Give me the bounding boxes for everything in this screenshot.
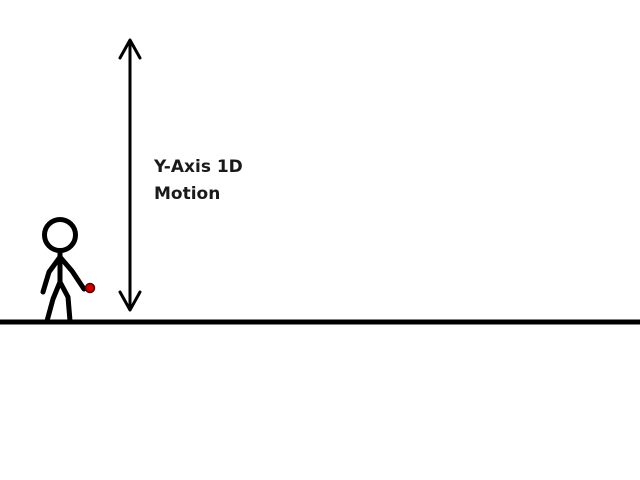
ball-icon [84,282,96,294]
axis-label-line-1: Y-Axis 1D [154,157,243,177]
figure-left-leg [44,279,63,324]
axis-label-line-2: Motion [154,184,221,204]
arrow-head-top [118,38,142,60]
stick-figure-icon [40,217,87,324]
figure-head [42,217,78,253]
arrow-head-bottom [118,290,142,312]
axis-motion-label: Y-Axis 1D Motion [154,154,243,208]
vertical-double-arrow-icon [118,38,142,312]
figure-right-arm [57,254,87,292]
figure-right-leg [57,279,73,324]
figure-left-arm [40,254,63,295]
